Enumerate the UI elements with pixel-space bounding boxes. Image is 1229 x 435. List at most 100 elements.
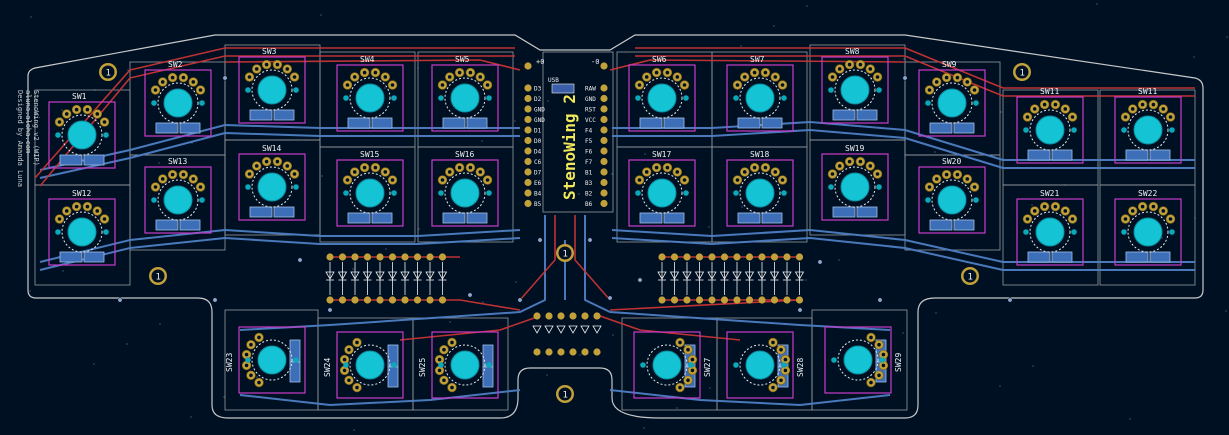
switch-peg-hole: [103, 132, 109, 138]
pad-drill: [275, 159, 280, 164]
pad-drill: [191, 177, 196, 181]
grid-dot: [1032, 365, 1034, 367]
pad-drill: [780, 178, 785, 182]
pad-drill: [74, 204, 79, 209]
mounting-hole-drill: [558, 246, 572, 260]
pad-drill: [264, 62, 269, 67]
switch-label: SW17: [652, 150, 671, 159]
mcu-right-pads: [600, 62, 608, 208]
keycap-outline: [824, 326, 892, 394]
keycap-outline: [48, 198, 116, 266]
pad-drill: [868, 67, 873, 71]
mcu-pin-label-left: B4: [534, 191, 542, 198]
switch-footprint: SW1: [48, 92, 116, 169]
pad-drill: [735, 83, 740, 87]
diode-symbol: [794, 271, 805, 280]
grid-dot: [449, 321, 451, 323]
pad-drill: [264, 159, 269, 164]
pad-drill: [64, 112, 69, 116]
pad-drill: [927, 88, 932, 92]
pad-drill: [637, 178, 642, 182]
grid-dot: [515, 281, 517, 283]
pad-drill: [247, 172, 252, 176]
switch-center-hole: [355, 178, 385, 208]
keycap-outline: [336, 331, 404, 399]
pad-drill: [783, 368, 788, 373]
switch-ring: [251, 69, 293, 111]
diode: [532, 312, 542, 356]
switch-ring: [61, 114, 103, 156]
switch-peg-hole: [293, 184, 299, 190]
switch-center-hole: [257, 75, 287, 105]
diode-pad: [658, 296, 666, 304]
switch-peg-hole: [973, 197, 979, 203]
switch-peg-hole: [1169, 229, 1175, 235]
via: [877, 297, 883, 303]
hotswap-socket: [1027, 251, 1051, 263]
mcu-pad-left: [524, 136, 532, 145]
front-trace: [574, 215, 611, 301]
diode: [592, 312, 602, 356]
mcu-pin-label-left: D4: [534, 149, 542, 156]
via: [117, 297, 123, 303]
switch-ring: [1127, 211, 1169, 253]
hotswap-socket: [953, 122, 975, 134]
back-trace: [239, 389, 521, 406]
pad-drill: [478, 75, 483, 79]
diode-symbol: [732, 271, 742, 280]
switch-label: SW7: [750, 55, 765, 64]
switch-peg-hole: [828, 184, 834, 190]
switch-peg-hole: [151, 197, 157, 203]
switch-peg-hole: [688, 362, 694, 368]
pad-drill: [1025, 217, 1030, 221]
pad-drill: [1063, 209, 1068, 213]
diode-pad: [413, 296, 422, 304]
diode-pad: [351, 296, 359, 304]
diode-symbol: [744, 271, 755, 280]
keycap-outline: [821, 56, 889, 124]
pad-drill: [249, 373, 253, 378]
pad-drill: [944, 172, 949, 177]
pad-drill: [830, 75, 835, 79]
diode-symbol: [325, 271, 335, 280]
grid-dot: [93, 363, 95, 365]
switch-center-hole: [745, 83, 775, 113]
pad-drill: [830, 172, 835, 176]
grid-dot: [61, 109, 63, 111]
grid-dot: [418, 228, 420, 230]
pad-drill: [485, 83, 490, 87]
switch-peg-hole: [683, 95, 689, 101]
keycap-outline: [918, 166, 986, 234]
switch-ring: [834, 166, 876, 208]
pad-drill: [972, 88, 977, 92]
mounting-hole: 1: [99, 63, 117, 81]
grid-dot: [806, 5, 808, 7]
diode: [694, 253, 705, 304]
switch-center-hole: [450, 83, 480, 113]
pad-drill: [383, 75, 388, 79]
switch-peg-hole: [1169, 127, 1175, 133]
side-text-version: StenoWing v2 (WIP): [32, 90, 40, 166]
mcu-pin-label-left: GND: [534, 107, 545, 114]
diode-pad: [733, 296, 741, 304]
switch-footprint: SW7: [726, 55, 794, 132]
grid-dot: [1096, 3, 1098, 5]
switch-peg-hole: [635, 190, 641, 196]
mounting-hole: 1: [149, 267, 167, 285]
pad-drill: [858, 159, 863, 164]
mounting-hole-drill: [101, 65, 115, 79]
keycap-outline: [628, 159, 696, 227]
keycap-outline: [726, 64, 794, 132]
pad-drill: [869, 335, 873, 340]
switch-peg-hole: [828, 87, 834, 93]
grid-dot: [482, 301, 484, 303]
pad-drill: [837, 67, 842, 71]
pad-drill: [247, 75, 252, 79]
via: [517, 297, 523, 303]
switch-label: SW18: [750, 150, 769, 159]
hotswap-socket: [273, 109, 295, 121]
mcu-left-pads: [524, 62, 532, 208]
pad-drill: [1123, 217, 1128, 221]
mounting-hole-drill: [558, 387, 572, 401]
